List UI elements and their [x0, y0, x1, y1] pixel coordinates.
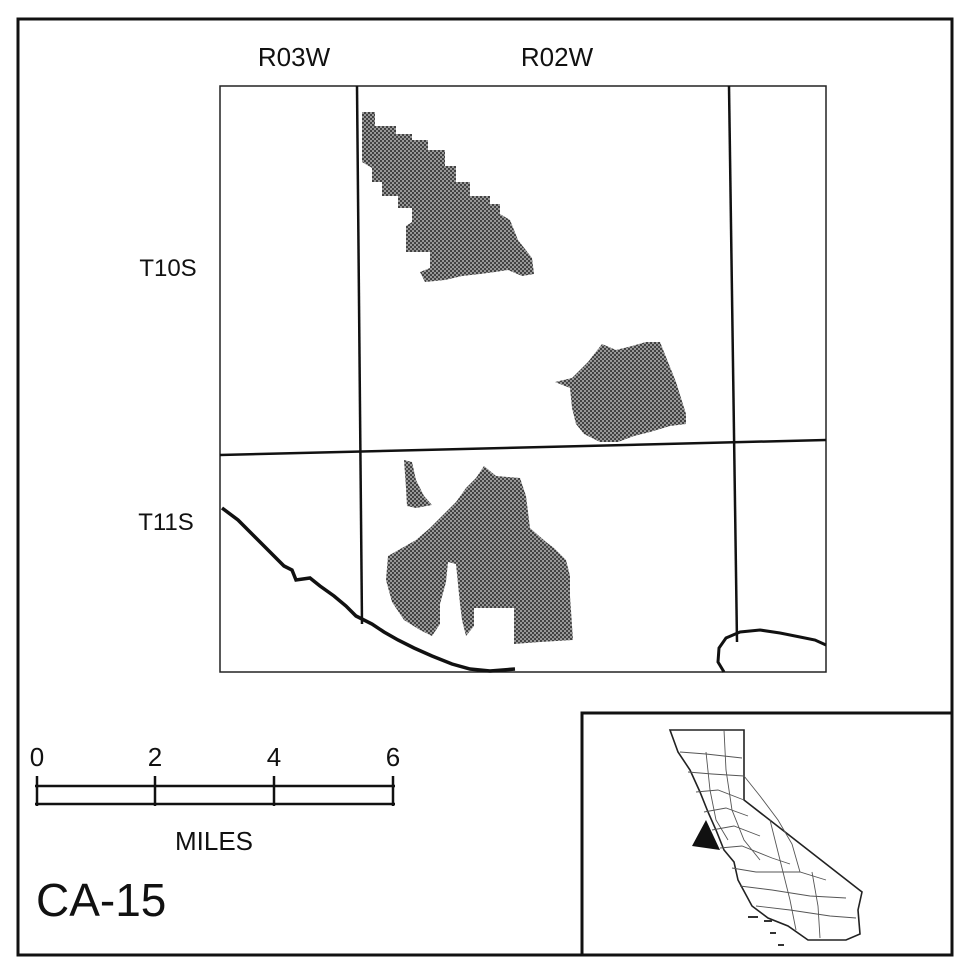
- channel-islands: [748, 916, 784, 946]
- range-line-west: [355, 85, 364, 625]
- scale-tick-label-6: 6: [386, 742, 400, 772]
- county-boundaries: [679, 729, 857, 939]
- inset-frame: [580, 711, 954, 957]
- parcel-central: [555, 342, 686, 442]
- township-label-t11s: T11S: [138, 509, 194, 536]
- main-map-panel: [219, 85, 827, 673]
- california-outline-icon: [668, 729, 863, 941]
- coastline-east: [716, 628, 827, 673]
- locator-arrow-icon: [692, 820, 720, 850]
- township-line: [219, 438, 827, 457]
- range-label-r03w: R03W: [258, 42, 331, 72]
- scale-tick-label-2: 2: [148, 742, 162, 772]
- map-id-label: CA-15: [36, 874, 166, 926]
- scale-units-label: MILES: [175, 826, 253, 856]
- locator-inset: [580, 711, 954, 957]
- range-label-r02w: R02W: [521, 42, 594, 72]
- scale-tick-label-0: 0: [30, 742, 44, 772]
- parcel-north: [362, 112, 534, 282]
- outer-frame: [16, 17, 954, 957]
- parcel-small-sliver: [404, 460, 432, 508]
- range-line-east: [727, 85, 739, 643]
- scale-bar: 0 2 4 6 MILES: [30, 742, 400, 856]
- scale-tick-label-4: 4: [267, 742, 281, 772]
- parcel-south: [386, 466, 573, 644]
- coastline-west: [220, 506, 516, 673]
- township-label-t10s: T10S: [139, 255, 196, 282]
